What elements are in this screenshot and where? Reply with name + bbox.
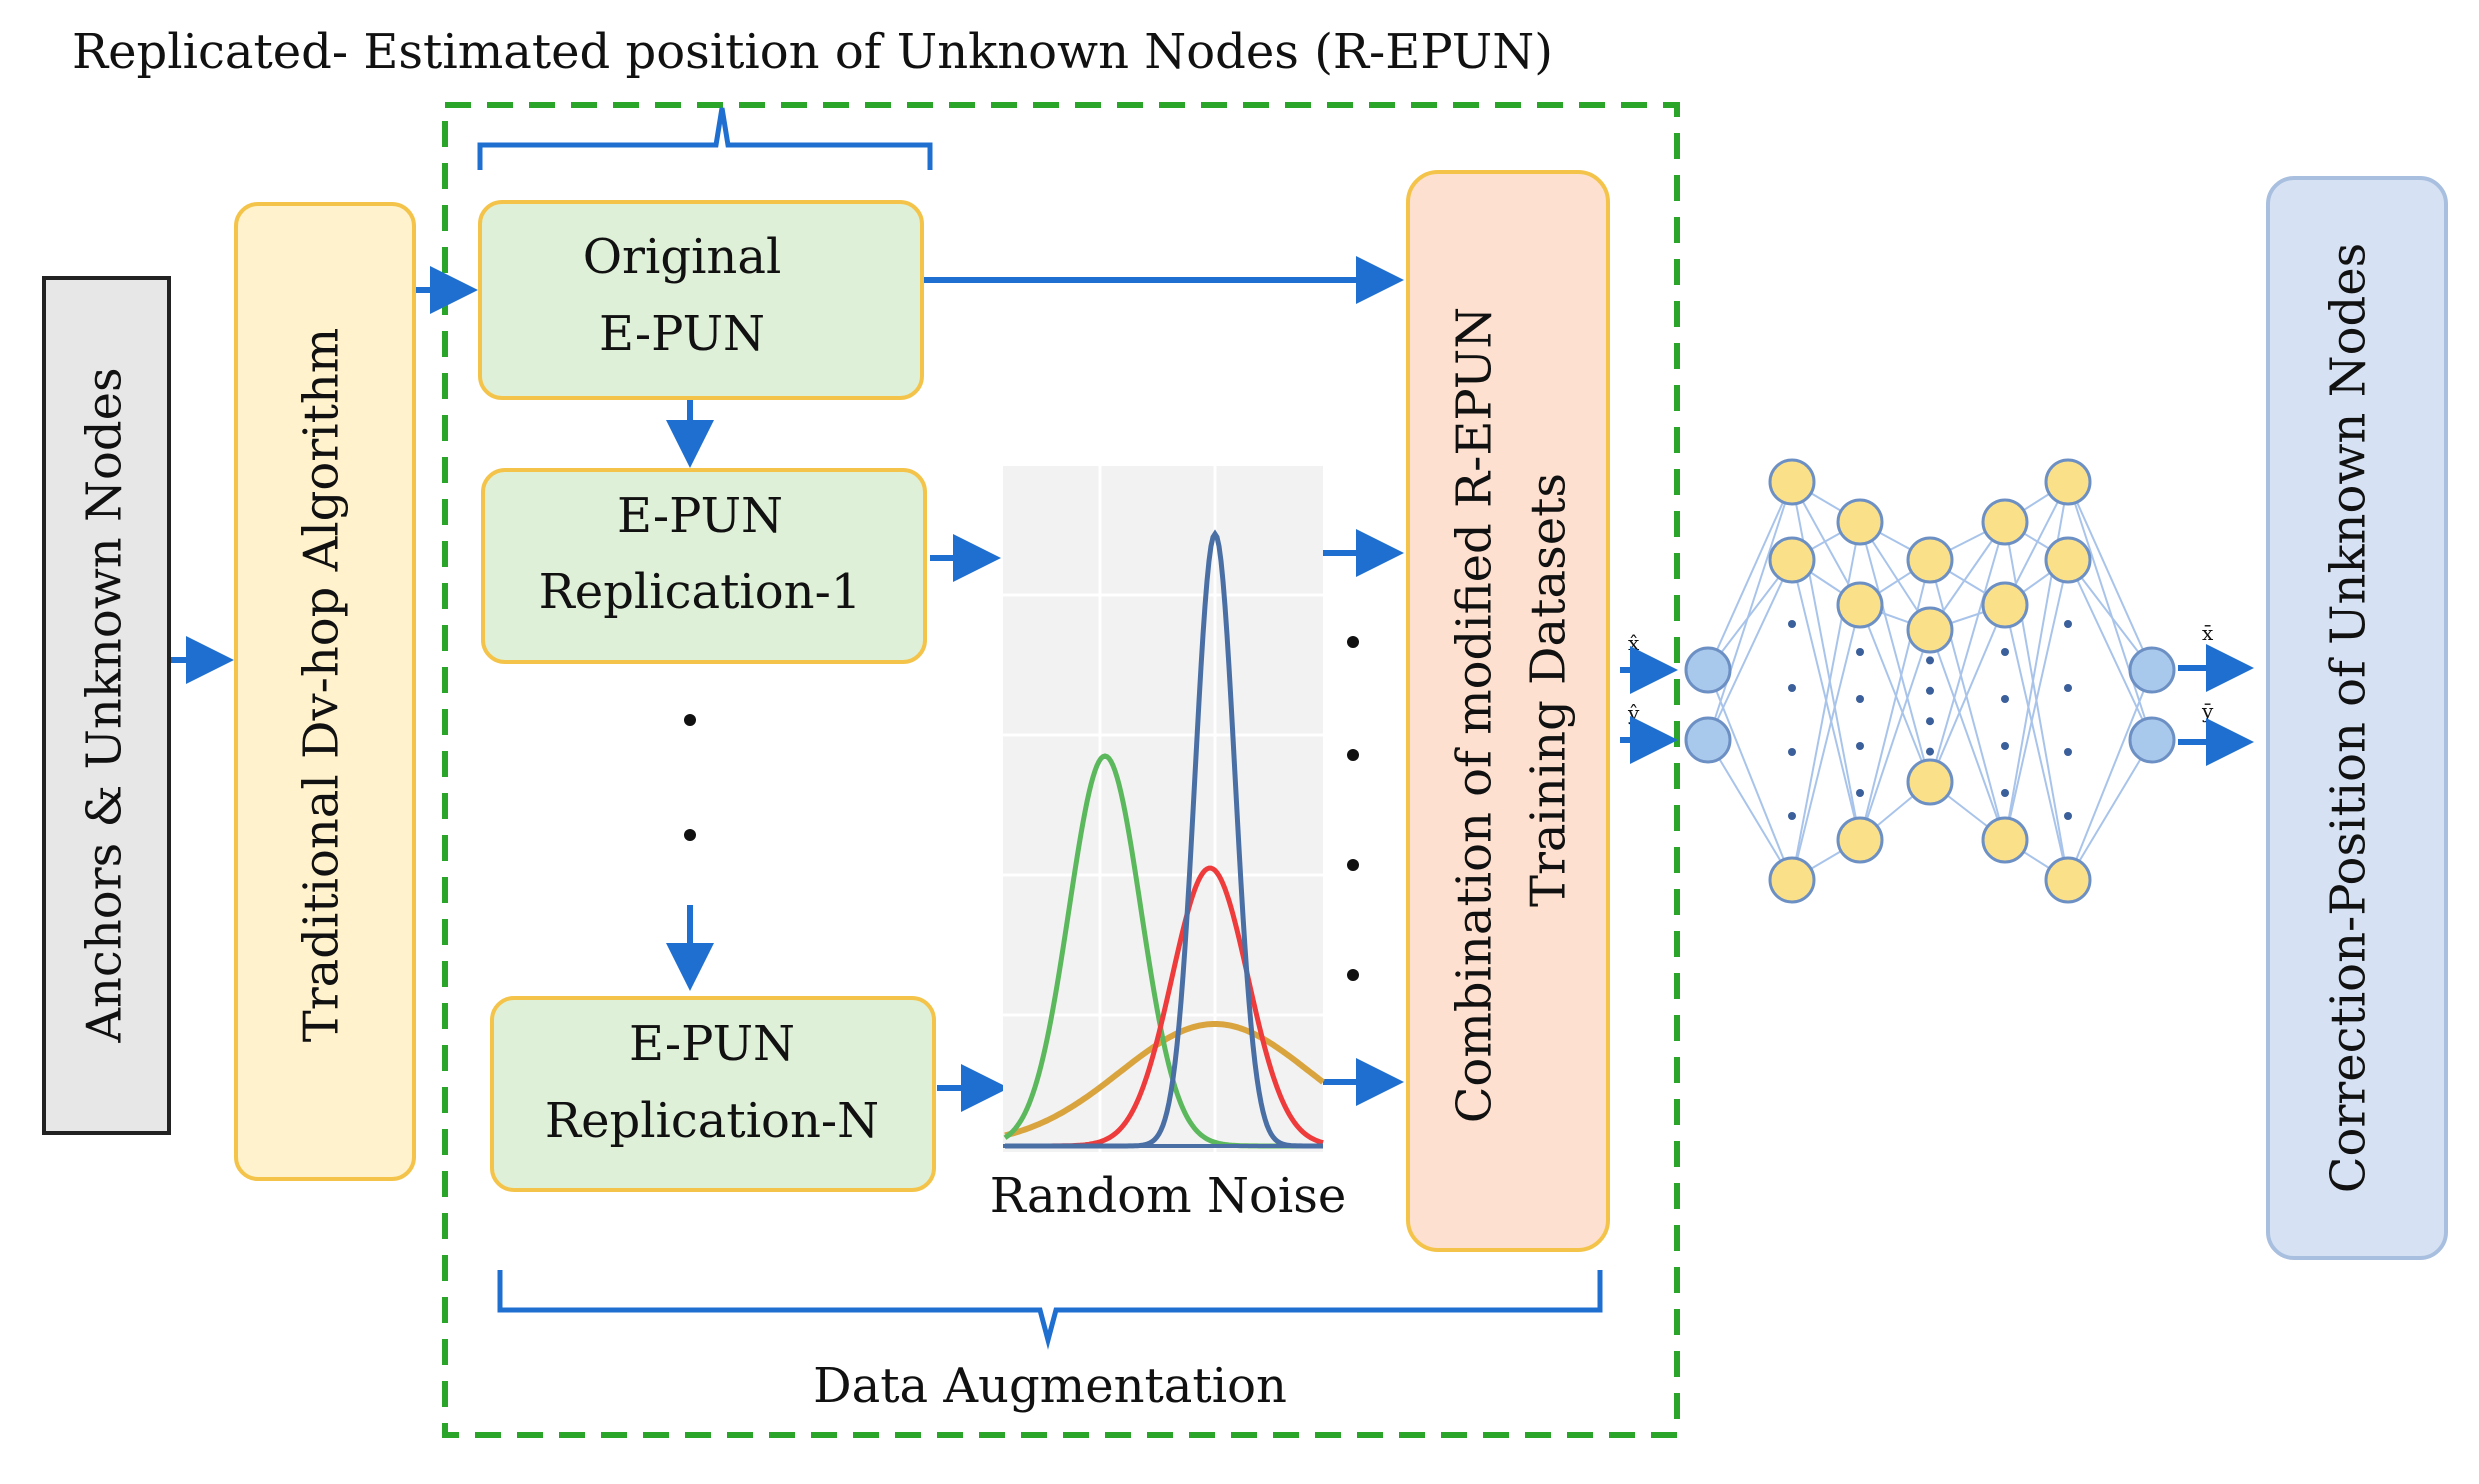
- nn-io-node: [2128, 646, 2176, 694]
- nn-io-node: [1684, 646, 1732, 694]
- nn-connection: [2067, 559, 2153, 741]
- replication-1-line2: Replication-1: [539, 564, 862, 620]
- nn-hidden-node: [2044, 536, 2092, 584]
- neural-network: [1684, 458, 2176, 904]
- nn-input-label-y: ŷ: [1627, 701, 1640, 725]
- nn-hidden-node: [1906, 606, 1954, 654]
- nn-ellipsis-dot: [2001, 789, 2009, 797]
- original-epun-box: Original E-PUN: [478, 200, 924, 400]
- replication-n-line1: E-PUN: [629, 1016, 795, 1072]
- nn-connection: [1859, 604, 1931, 783]
- original-epun-line1: Original: [583, 229, 782, 285]
- nn-connection: [1859, 559, 1931, 841]
- nn-connection: [1929, 559, 2006, 841]
- nn-connection: [2004, 559, 2069, 841]
- nn-connection: [1791, 604, 1861, 881]
- diagram-title: Replicated- Estimated position of Unknow…: [72, 24, 1553, 80]
- nn-hidden-node: [1906, 536, 1954, 584]
- combination-line1: Combination of modified R-EPUN: [1447, 307, 1503, 1124]
- original-epun-line2: E-PUN: [599, 306, 765, 362]
- nn-ellipsis-dot: [2001, 648, 2009, 656]
- nn-ellipsis-dot: [1788, 684, 1796, 692]
- nn-hidden-node: [1836, 498, 1884, 546]
- nn-connection: [1859, 629, 1931, 841]
- nn-connection: [1707, 669, 1793, 881]
- ellipsis-dot: [1347, 969, 1359, 981]
- nn-output-label-y: ȳ: [2201, 699, 2214, 723]
- combination-box: Combination of modified R-EPUN Training …: [1406, 170, 1610, 1252]
- ellipsis-dot: [684, 829, 696, 841]
- nn-connection: [1707, 481, 1793, 671]
- ellipsis-dot: [1347, 749, 1359, 761]
- nn-hidden-node: [1768, 856, 1816, 904]
- nn-ellipsis-dot: [2001, 742, 2009, 750]
- nn-hidden-node: [1981, 581, 2029, 629]
- nn-input-label-x: x̂: [1628, 631, 1640, 655]
- nn-connection: [1929, 521, 2006, 783]
- nn-connection: [1929, 629, 2006, 841]
- nn-ellipsis-dot: [2064, 684, 2072, 692]
- nn-connection: [2067, 739, 2153, 881]
- nn-hidden-node: [1981, 816, 2029, 864]
- nn-hidden-node: [2044, 856, 2092, 904]
- nn-ellipsis-dot: [1926, 747, 1934, 756]
- replication-n-line2: Replication-N: [545, 1093, 879, 1149]
- algorithm-box-label: Traditional Dv-hop Algorithm: [294, 328, 350, 1043]
- nn-connection: [1707, 739, 1793, 881]
- nn-ellipsis-dot: [2064, 812, 2072, 820]
- combination-line2: Training Datasets: [1521, 473, 1577, 907]
- output-box: Correction-Position of Unknown Nodes: [2266, 176, 2448, 1260]
- random-noise-plot: [1003, 466, 1325, 1152]
- output-box-label: Correction-Position of Unknown Nodes: [2321, 243, 2377, 1194]
- nn-ellipsis-dot: [2064, 620, 2072, 628]
- nn-ellipsis-dot: [1856, 648, 1864, 656]
- augmentation-region: [442, 102, 1680, 1438]
- ellipsis-dot: [1347, 859, 1359, 871]
- nn-ellipsis-dot: [1926, 717, 1934, 726]
- nn-connection: [1929, 604, 2006, 783]
- augmentation-label: Data Augmentation: [813, 1358, 1287, 1414]
- ellipsis-dot: [684, 714, 696, 726]
- nn-hidden-node: [1768, 458, 1816, 506]
- replication-1-line1: E-PUN: [617, 488, 783, 544]
- algorithm-box: Traditional Dv-hop Algorithm: [234, 202, 416, 1181]
- nn-hidden-node: [1836, 816, 1884, 864]
- replication-1-box: E-PUN Replication-1: [481, 468, 927, 664]
- nn-ellipsis-dot: [1856, 742, 1864, 750]
- nn-connection: [2004, 604, 2069, 881]
- nn-hidden-node: [1768, 536, 1816, 584]
- nn-connection: [2067, 481, 2153, 671]
- nn-connection: [2067, 669, 2153, 881]
- input-box: Anchors & Unknown Nodes: [42, 276, 171, 1135]
- nn-ellipsis-dot: [1926, 656, 1934, 665]
- top-brace: [477, 107, 933, 170]
- nn-ellipsis-dot: [1788, 812, 1796, 820]
- nn-hidden-node: [1836, 581, 1884, 629]
- nn-connection: [1859, 521, 1931, 783]
- nn-ellipsis-dot: [2064, 748, 2072, 756]
- nn-ellipsis-dot: [1788, 620, 1796, 628]
- replication-n-box: E-PUN Replication-N: [490, 996, 936, 1192]
- nn-connection: [1707, 481, 1793, 741]
- nn-hidden-node: [1981, 498, 2029, 546]
- nn-io-node: [2128, 716, 2176, 764]
- nn-ellipsis-dot: [1856, 695, 1864, 703]
- nn-connection: [2067, 481, 2153, 741]
- nn-io-node: [1684, 716, 1732, 764]
- nn-output-label-x: x̄: [2202, 621, 2214, 645]
- ellipsis-dot: [1347, 636, 1359, 648]
- nn-hidden-node: [2044, 458, 2092, 506]
- nn-ellipsis-dot: [2001, 695, 2009, 703]
- noise-label: Random Noise: [990, 1168, 1346, 1224]
- input-box-label: Anchors & Unknown Nodes: [77, 367, 133, 1043]
- nn-ellipsis-dot: [1856, 789, 1864, 797]
- nn-hidden-node: [1906, 758, 1954, 806]
- nn-connection: [1707, 559, 1793, 741]
- nn-ellipsis-dot: [1926, 686, 1934, 695]
- bottom-brace: [497, 1270, 1603, 1350]
- nn-connection: [1791, 521, 1861, 881]
- nn-ellipsis-dot: [1788, 748, 1796, 756]
